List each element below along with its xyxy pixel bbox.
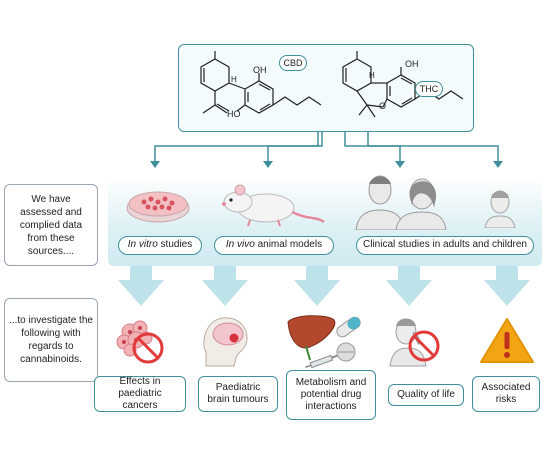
adults-icon <box>355 175 447 230</box>
distressed-child-prohibited-icon <box>389 318 440 367</box>
warning-icon <box>480 318 534 363</box>
thc-tag: THC <box>415 81 443 97</box>
in-vivo-models-pill: In vivo animal models <box>214 236 334 255</box>
investigate-note: ...to investigate the following with reg… <box>4 298 98 382</box>
cancer-cells-prohibited-icon <box>116 320 164 364</box>
outcome-quality-of-life: Quality of life <box>388 384 464 406</box>
mouse-icon <box>222 184 325 227</box>
thc-structure <box>342 51 464 118</box>
connector-arrows <box>150 132 503 168</box>
cbd-atom-h: H <box>231 75 237 84</box>
cbd-atom-oh: OH <box>253 65 267 75</box>
outcome-paediatric-cancers: Effects in paediatric cancers <box>94 376 186 412</box>
cbd-tag: CBD <box>279 55 307 71</box>
cbd-structure <box>200 51 322 114</box>
child-brain-tumour-icon <box>203 317 248 367</box>
thc-atom-h: H <box>369 71 375 80</box>
liver-drug-icon <box>287 315 361 369</box>
child-icon <box>484 190 516 228</box>
in-vitro-rest: studies <box>157 239 193 250</box>
in-vitro-studies-pill: In vitro studies <box>118 236 202 255</box>
down-arrows <box>118 266 530 306</box>
molecule-panel: H OH HO CBD H OH O THC <box>178 44 474 132</box>
in-vitro-italic: In vitro <box>127 239 158 250</box>
thc-atom-oh: OH <box>405 59 419 69</box>
petri-dish-icon <box>126 191 190 223</box>
thc-atom-o: O <box>379 101 387 111</box>
outcome-associated-risks: Associated risks <box>472 376 540 412</box>
clinical-studies-pill: Clinical studies in adults and children <box>356 236 534 255</box>
outcome-brain-tumours: Paediatric brain tumours <box>198 376 278 412</box>
cbd-atom-ho: HO <box>227 109 241 119</box>
sources-note: We have assessed and complied data from … <box>4 184 98 266</box>
outcome-metabolism: Metabolism and potential drug interactio… <box>286 370 376 420</box>
in-vivo-rest: animal models <box>254 239 323 250</box>
in-vivo-italic: In vivo <box>225 239 255 250</box>
